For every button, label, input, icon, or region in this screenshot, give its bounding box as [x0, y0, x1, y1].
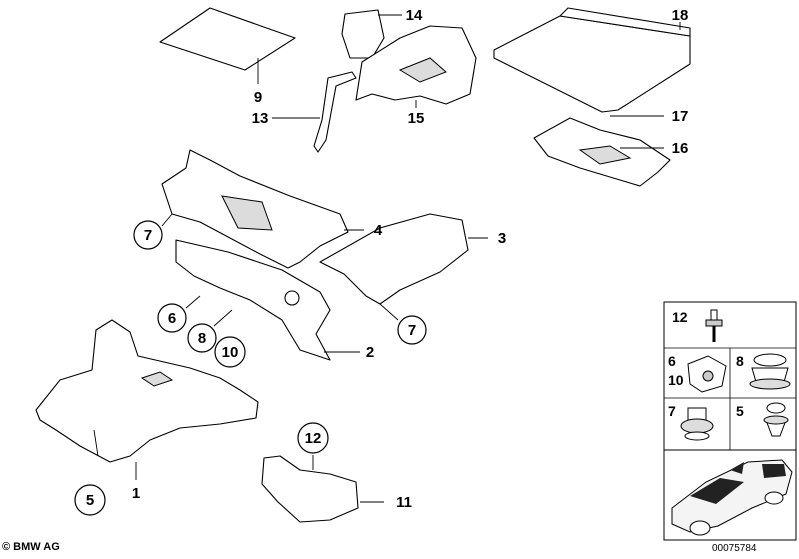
svg-text:7: 7 [144, 227, 152, 244]
screw-icon [705, 309, 723, 342]
svg-text:18: 18 [672, 7, 689, 24]
svg-text:3: 3 [498, 230, 506, 247]
part-1-floor-insulation [35, 319, 259, 480]
callout-9: 9 [254, 89, 262, 106]
callout-5-circle: 5 [74, 484, 106, 516]
callout-2: 2 [366, 344, 374, 361]
callout-10-circle: 10 [214, 336, 246, 368]
svg-text:5: 5 [86, 492, 94, 509]
svg-text:8: 8 [198, 330, 206, 347]
callout-11: 11 [396, 494, 412, 511]
svg-text:5: 5 [736, 403, 744, 419]
callout-1: 1 [132, 485, 140, 502]
grommet-icon [680, 407, 714, 441]
svg-text:1: 1 [132, 485, 140, 502]
part-15-wheel-housing-insulation [355, 25, 477, 108]
callout-3: 3 [498, 230, 506, 247]
svg-text:16: 16 [672, 140, 689, 157]
svg-text:13: 13 [252, 110, 269, 127]
callout-15: 15 [408, 110, 425, 127]
svg-text:6: 6 [668, 353, 676, 369]
callout-17: 17 [672, 108, 689, 125]
svg-text:15: 15 [408, 110, 425, 127]
callout-14: 14 [406, 7, 423, 24]
fastener-7-cell: 7 [668, 403, 714, 441]
svg-text:9: 9 [254, 89, 262, 106]
part-3-tunnel-insulation [319, 213, 488, 305]
part-2-lower-dash-insulation [175, 239, 360, 361]
callout-4: 4 [374, 222, 383, 239]
push-rivet-icon [749, 353, 791, 390]
svg-text:6: 6 [168, 310, 176, 327]
fastener-12-cell: 12 [672, 309, 723, 342]
svg-text:2: 2 [366, 344, 374, 361]
callout-13: 13 [252, 110, 269, 127]
part-11-footwell-insulation [261, 455, 384, 523]
svg-text:12: 12 [672, 309, 688, 325]
callout-18: 18 [672, 7, 689, 24]
svg-text:7: 7 [668, 403, 676, 419]
fastener-panel: 12 6 10 8 7 [663, 301, 797, 451]
callout-8-circle: 8 [187, 323, 217, 353]
part-18-roof-panel [493, 7, 691, 113]
part-9-sheet [159, 7, 296, 84]
svg-text:10: 10 [222, 344, 239, 361]
callout-7-circle-right: 7 [397, 315, 427, 345]
svg-text:11: 11 [396, 494, 412, 511]
svg-text:8: 8 [736, 353, 744, 369]
svg-text:14: 14 [406, 7, 423, 24]
svg-text:10: 10 [668, 372, 684, 388]
part-4-bulkhead-insulation [161, 149, 364, 269]
callout-leaders [161, 213, 399, 327]
svg-text:17: 17 [672, 108, 689, 125]
part-13-strip [272, 71, 357, 153]
fastener-6-10-cell: 6 10 [668, 353, 727, 393]
svg-text:4: 4 [374, 222, 383, 239]
expanding-rivet-icon [763, 402, 789, 437]
callout-12-circle: 12 [297, 422, 329, 454]
svg-text:12: 12 [305, 430, 322, 447]
fastener-5-cell: 5 [736, 402, 789, 437]
copyright-label: © BMW AG [2, 541, 60, 553]
car-locator-thumbnail [663, 449, 797, 541]
clip-nut-icon [687, 355, 727, 393]
callout-16: 16 [672, 140, 689, 157]
callout-6-circle: 6 [157, 303, 187, 333]
callout-7-circle-left: 7 [133, 220, 163, 250]
part-16-rear-tray [533, 117, 671, 187]
svg-text:7: 7 [408, 322, 416, 339]
fastener-8-cell: 8 [736, 353, 791, 390]
document-id-label: 00075784 [712, 543, 757, 554]
